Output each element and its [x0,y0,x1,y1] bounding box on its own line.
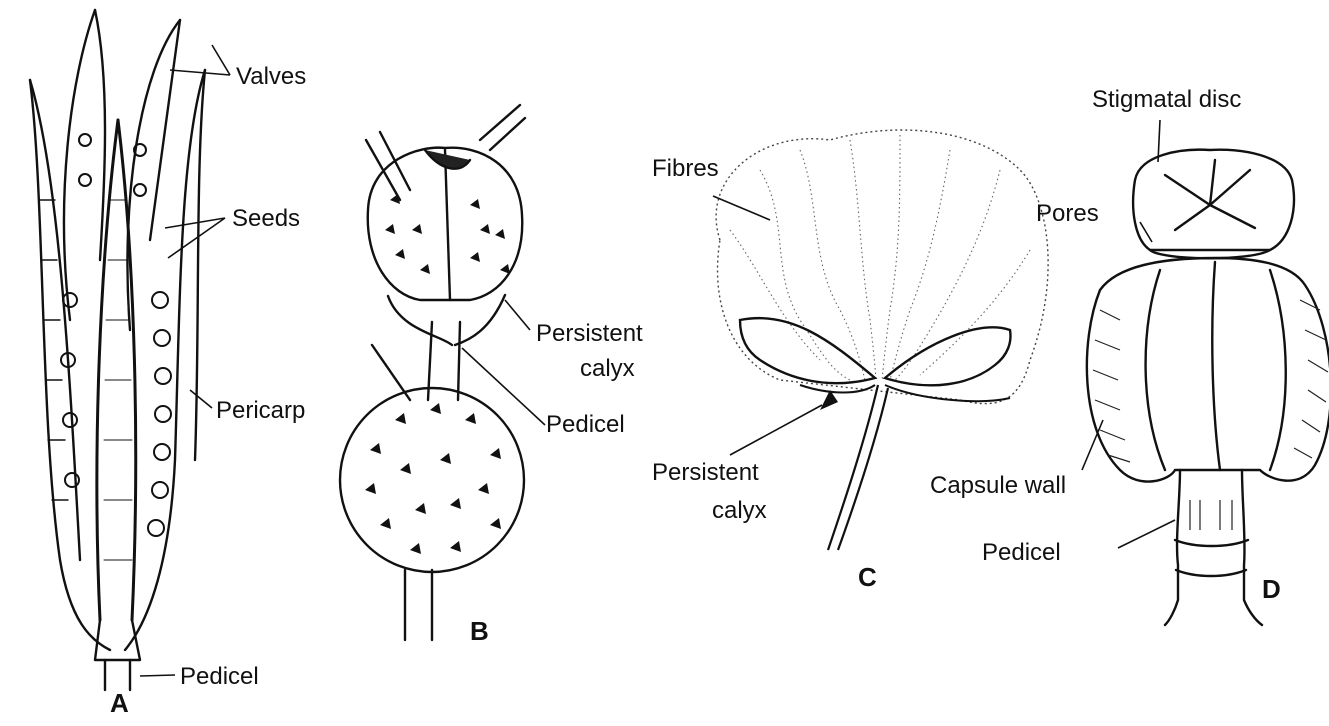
label-valves: Valves [236,63,306,90]
label-capsule-wall: Capsule wall [930,472,1066,499]
pedicel-leader-d [1118,520,1175,548]
pericarp-leader [190,390,212,408]
label-fibres: Fibres [652,155,719,182]
label-pedicel-d: Pedicel [982,539,1061,566]
persistent-calyx-leader-c [730,405,822,455]
label-pedicel-b: Pedicel [546,411,625,438]
fibres-leader [713,196,770,220]
persistent-calyx-leader-b [505,300,530,330]
pedicel-leader-b [462,348,545,425]
valves-leader [170,45,230,75]
figure-letter-a: A [110,688,129,718]
pedicel-leader-a [140,675,175,676]
label-pores: Pores [1036,200,1099,227]
figure-letter-c: C [858,562,877,592]
label-persistent-calyx-b-line1: Persistent [536,320,643,347]
figure-letter-b: B [470,616,489,646]
label-persistent-calyx-c-line1: Persistent [652,459,759,486]
figure-b-spines [365,194,510,554]
label-pericarp: Pericarp [216,397,305,424]
figure-a-illustration [30,10,205,690]
figure-b-illustration [340,105,525,640]
label-persistent-calyx-b-line2: calyx [580,355,635,382]
label-persistent-calyx-c-line2: calyx [712,497,767,524]
figure-d-illustration [1087,150,1329,625]
seeds-leader [165,218,225,258]
figure-a-seeds [61,134,171,536]
capsule-wall-leader [1082,420,1103,470]
label-seeds: Seeds [232,205,300,232]
label-pedicel-a: Pedicel [180,663,259,690]
figure-letter-d: D [1262,574,1281,604]
label-stigmatal-disc: Stigmatal disc [1092,86,1241,113]
figure-d-shading [1093,300,1328,530]
